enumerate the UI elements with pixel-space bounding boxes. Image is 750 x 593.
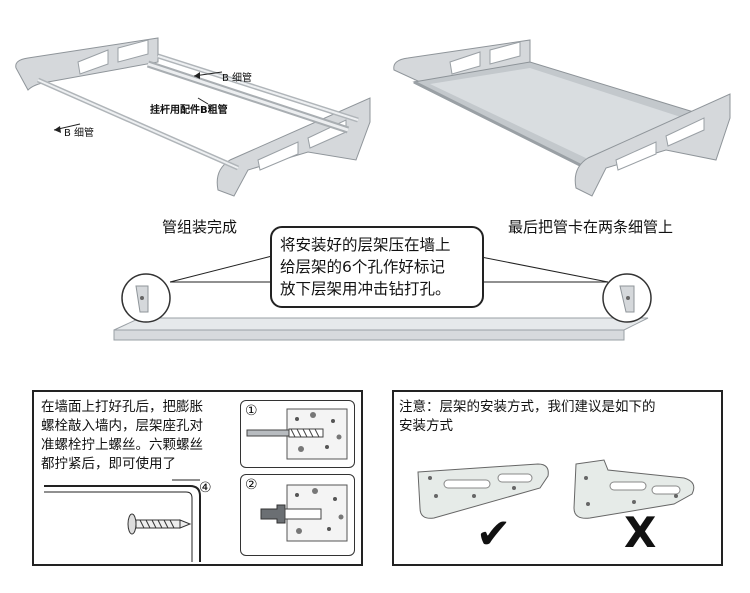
step-4-marker: ④ [199,480,212,496]
step-2-subpanel: ② [240,474,355,556]
shelf-frame-illustration [8,20,380,200]
install-steps-text: 在墙面上打好孔后，把膨胀 螺栓敲入墙内，层架座孔对 准螺栓拧上螺丝。六颗螺丝 都… [41,398,241,474]
note-line-1: 注意：层架的安装方式，我们建议是如下的 [399,399,656,415]
correct-check-icon: ✔ [476,509,512,558]
step-1-subpanel: ① [240,400,355,468]
wrong-bracket-drawing [573,459,695,519]
shelf-plate-illustration [390,20,740,200]
drill-hole-drawing [246,408,348,460]
wall-shelf-diagram [100,236,660,356]
steps-line-1: 在墙面上打好孔后，把膨胀 [41,399,203,415]
callout-line-2: 给层架的6个孔作好标记 [280,258,445,276]
callout-line-3: 放下层架用冲击钻打孔。 [280,280,451,298]
label-thick-tube: 挂杆用配件B粗管 [150,105,228,116]
correct-bracket-drawing [417,463,549,519]
steps-line-4: 都拧紧后，即可使用了 [41,456,176,472]
steps-line-2: 螺栓敲入墙内，层架座孔对 [41,418,203,434]
install-steps-panel: 在墙面上打好孔后，把膨胀 螺栓敲入墙内，层架座孔对 准螺栓拧上螺丝。六颗螺丝 都… [32,390,363,566]
step-2-marker: ② [245,477,258,493]
caption-clip-on-tubes: 最后把管卡在两条细管上 [508,218,674,236]
steps-line-3: 准螺栓拧上螺丝。六颗螺丝 [41,437,203,453]
label-thin-tube-left: B 细管 [64,128,95,139]
marking-instructions-callout: 将安装好的层架压在墙上 给层架的6个孔作好标记 放下层架用冲击钻打孔。 [270,226,484,308]
wrong-x-icon: X [624,508,657,557]
anchor-insert-drawing [260,484,348,542]
label-thin-tube-top: B 细管 [222,73,253,84]
caption-assembled: 管组装完成 [162,218,238,236]
callout-line-1: 将安装好的层架压在墙上 [280,236,451,254]
screw-wall-drawing [44,479,201,562]
note-line-2: 安装方式 [399,418,453,434]
orientation-note: 注意：层架的安装方式，我们建议是如下的 安装方式 [399,398,717,436]
step-1-marker: ① [245,403,258,419]
install-orientation-panel: 注意：层架的安装方式，我们建议是如下的 安装方式 ✔ X [392,390,723,566]
